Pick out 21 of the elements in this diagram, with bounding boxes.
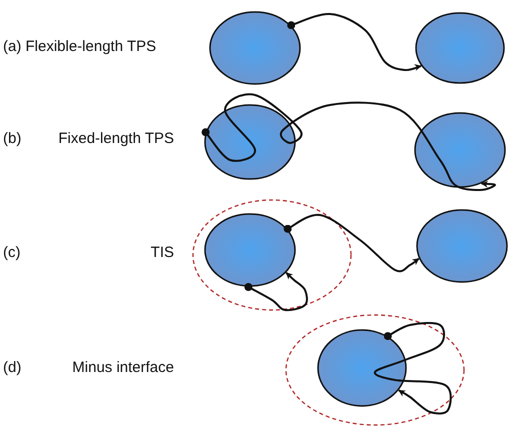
trajectory-arrow [202, 93, 496, 191]
panel-label: (a) Flexible-length TPS [3, 38, 156, 56]
state-ellipse [414, 112, 506, 188]
state-ellipse [416, 209, 508, 283]
panel-label: (c) [3, 244, 20, 262]
interface-ellipse [285, 314, 465, 426]
panel-label: TIS [150, 244, 174, 262]
state-ellipse [204, 213, 296, 287]
state-ellipse [317, 329, 407, 407]
panel-label: (b) [3, 130, 22, 148]
trajectory-arrow [284, 214, 420, 272]
trajectory-arrow [287, 13, 422, 72]
interface-ellipse [192, 199, 352, 311]
state-ellipse [209, 11, 301, 85]
trajectory-arrow [244, 272, 308, 312]
state-ellipse [415, 12, 505, 84]
panel-label: (d) [3, 359, 22, 377]
trajectory-arrow [374, 322, 452, 414]
panel-label: Minus interface [72, 359, 174, 377]
panel-label: Fixed-length TPS [58, 130, 174, 148]
state-ellipse [204, 104, 296, 180]
